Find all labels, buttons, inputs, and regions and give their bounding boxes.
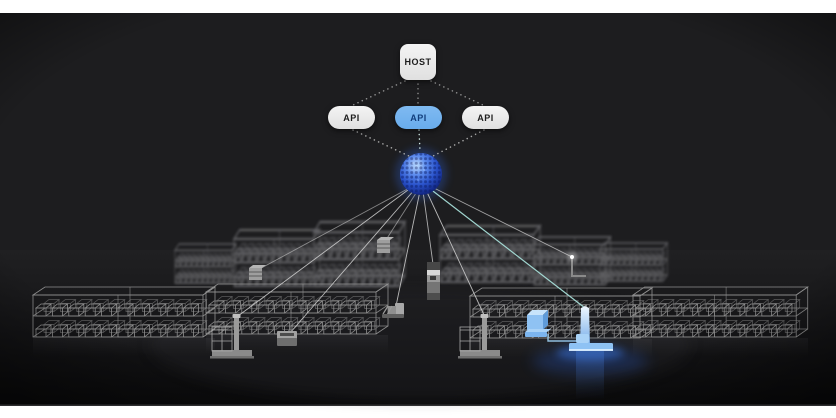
host-node: HOST [400, 44, 436, 80]
host-label: HOST [404, 57, 432, 67]
api-node-left: API [328, 106, 375, 129]
api-label: API [343, 112, 360, 123]
api-label: API [477, 112, 494, 123]
api-node-right: API [462, 106, 509, 129]
api-node-center-active: API [395, 106, 442, 129]
api-label: API [410, 112, 427, 123]
